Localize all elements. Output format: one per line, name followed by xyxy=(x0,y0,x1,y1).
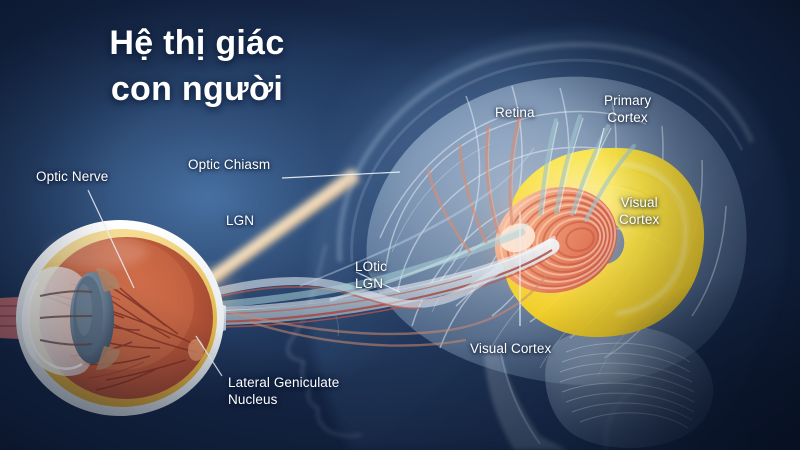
title-line-1: Hệ thị giác xyxy=(109,24,285,62)
title-line-2: con người xyxy=(110,70,284,108)
background-corner-shadow xyxy=(460,190,800,450)
page-title: Hệ thị giác con người xyxy=(52,20,342,112)
